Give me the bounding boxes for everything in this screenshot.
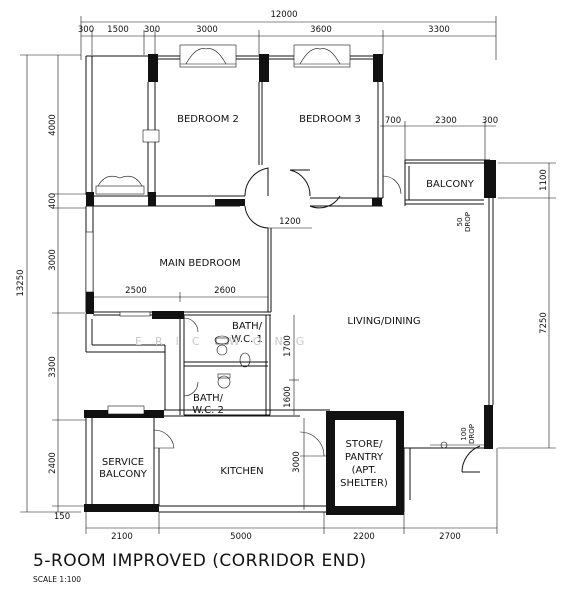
dim-bath2-height: 1600 — [283, 386, 293, 408]
dim-left-seg-3: 3000 — [48, 249, 58, 271]
room-label-bath1-line1: BATH/ — [232, 321, 263, 332]
dim-top-seg-4: 3000 — [196, 25, 218, 35]
room-label-bedroom-2: BEDROOM 2 — [177, 114, 239, 125]
room-label-bath2-line1: BATH/ — [193, 393, 224, 404]
dim-bottom-4: 2700 — [439, 532, 461, 542]
dim-kitchen-height: 3000 — [292, 451, 302, 473]
room-label-store-line2: PANTRY — [345, 452, 384, 463]
dim-top-seg-2: 1500 — [107, 25, 129, 35]
room-label-service-line2: BALCONY — [99, 469, 148, 480]
plan-scale: SCALE 1:100 — [33, 575, 81, 584]
drop-notes: 50 DROP 100 DROP — [456, 212, 476, 444]
room-label-store-line1: STORE/ — [346, 439, 384, 450]
room-label-service-line1: SERVICE — [102, 457, 144, 468]
dim-door-opening: 1200 — [279, 217, 301, 227]
room-labels: BEDROOM 2 BEDROOM 3 BALCONY MAIN BEDROOM… — [99, 114, 475, 489]
dim-top-total: 12000 — [270, 10, 297, 20]
dimension-lines — [20, 16, 556, 534]
dimension-labels: 12000 300 1500 300 3000 3600 3300 700 23… — [16, 10, 549, 542]
dim-right-1: 1100 — [539, 169, 549, 191]
plan-title: 5-ROOM IMPROVED (CORRIDOR END) — [33, 551, 367, 571]
dim-main-bedroom-left: 2500 — [125, 286, 147, 296]
entrance-drop-value: 100 — [460, 427, 468, 440]
balcony-drop-word: DROP — [464, 212, 472, 232]
entrance-drop-word: DROP — [468, 424, 476, 444]
room-label-bath2-line2: W.C. 2 — [192, 405, 224, 416]
room-label-bath1-line2: W.C. 1 — [231, 334, 263, 345]
room-label-store-line4: SHELTER) — [340, 478, 388, 489]
dim-left-seg-5: 2400 — [48, 452, 58, 474]
dim-upper-right-1: 700 — [385, 116, 401, 126]
dim-left-seg-2: 400 — [48, 193, 58, 209]
balcony-drop-value: 50 — [456, 218, 464, 227]
dim-left-seg-6: 150 — [54, 512, 70, 522]
doors-and-windows — [95, 44, 484, 473]
room-label-living-dining: LIVING/DINING — [347, 316, 420, 327]
watermark: ERIC WONG — [135, 335, 317, 348]
room-label-store-line3: (APT. — [352, 465, 377, 476]
dim-top-seg-6: 3300 — [428, 25, 450, 35]
bathroom-fixtures — [214, 335, 251, 389]
dim-top-seg-5: 3600 — [310, 25, 332, 35]
dim-upper-right-2: 2300 — [435, 116, 457, 126]
dim-left-seg-4: 3300 — [48, 356, 58, 378]
dim-main-bedroom-right: 2600 — [214, 286, 236, 296]
dim-upper-right-3: 300 — [482, 116, 498, 126]
dim-left-total: 13250 — [16, 269, 26, 296]
room-label-balcony: BALCONY — [426, 179, 475, 190]
room-label-bedroom-3: BEDROOM 3 — [299, 114, 361, 125]
dim-left-seg-1: 4000 — [48, 114, 58, 136]
dim-top-seg-1: 300 — [78, 25, 94, 35]
dim-right-2: 7250 — [539, 312, 549, 334]
room-label-main-bedroom: MAIN BEDROOM — [159, 258, 240, 269]
dim-bottom-3: 2200 — [353, 532, 375, 542]
dim-bottom-2: 5000 — [230, 532, 252, 542]
dim-bottom-1: 2100 — [111, 532, 133, 542]
dim-top-seg-3: 300 — [144, 25, 160, 35]
room-label-kitchen: KITCHEN — [220, 466, 263, 477]
dim-bath1-height: 1700 — [283, 335, 293, 357]
